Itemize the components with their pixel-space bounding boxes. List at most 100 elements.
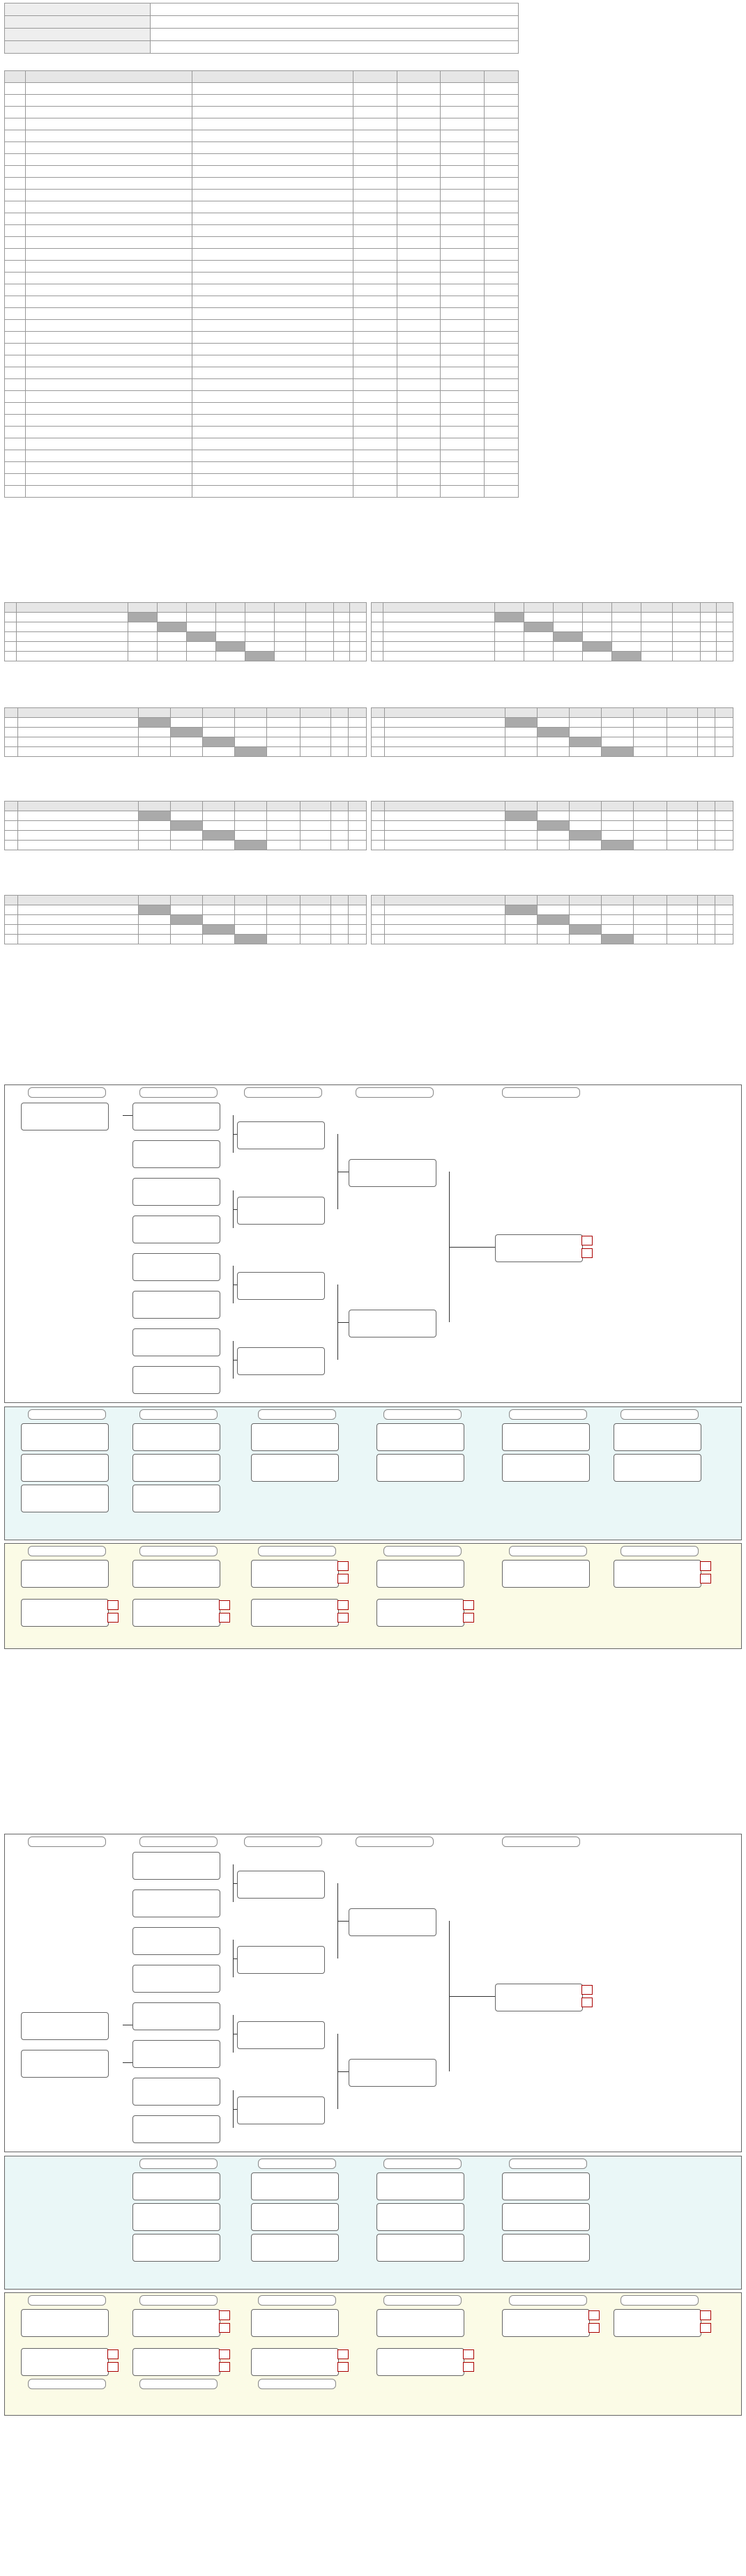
group-score-cell: [127, 612, 158, 622]
players-cell: [352, 213, 397, 225]
players-cell: [396, 165, 441, 178]
match-box: [502, 1560, 590, 1588]
players-cell: [3, 236, 26, 249]
group-points: [696, 905, 716, 915]
group-row-n: [3, 641, 17, 652]
players-cell: [440, 177, 485, 190]
group-score-cell: [569, 924, 602, 935]
group-header-cell: [699, 602, 717, 613]
group-header-cell: [671, 602, 701, 613]
group-points: [696, 830, 716, 841]
group-games: [632, 934, 667, 944]
group-points: [330, 811, 349, 821]
round-tab: [383, 1546, 462, 1556]
group-score-cell: [505, 914, 538, 925]
info-value: [150, 40, 519, 54]
group-header-cell: [330, 895, 349, 905]
players-cell: [3, 177, 26, 190]
match-box: [21, 1485, 109, 1512]
table-row: [3, 402, 519, 415]
group-header-cell: [600, 707, 634, 718]
players-cell: [396, 438, 441, 450]
group-participant: [383, 717, 506, 728]
group-participant: [16, 631, 128, 642]
players-cell: [3, 106, 26, 118]
group-participant: [383, 737, 506, 747]
group-place: [716, 631, 733, 642]
group-score-cell: [202, 905, 235, 915]
group-place: [349, 631, 367, 642]
place-badge: [463, 2349, 474, 2359]
table-row: [3, 177, 519, 190]
players-cell: [352, 260, 397, 273]
players-cell: [440, 213, 485, 225]
match-box: [614, 1454, 701, 1482]
place-badge: [337, 2349, 349, 2359]
group-score-cell: [170, 737, 204, 747]
group-points: [699, 631, 717, 642]
players-cell: [440, 319, 485, 332]
match-box: [132, 2078, 220, 2106]
table-row: [3, 438, 519, 450]
group-header-cell: [383, 602, 495, 613]
group-games: [266, 746, 300, 757]
match-box: [349, 1908, 436, 1936]
group-points: [330, 914, 349, 925]
group-games: [641, 612, 673, 622]
group-participant: [383, 820, 506, 831]
group-sets: [305, 651, 334, 661]
players-cell: [25, 414, 192, 427]
group-score-cell: [245, 641, 275, 652]
players-cell: [191, 189, 353, 201]
players-cell: [191, 378, 353, 391]
group-place: [348, 820, 367, 831]
group-score-cell: [569, 727, 602, 737]
table-row: [371, 820, 733, 831]
match-box: [132, 1485, 220, 1512]
players-cell: [396, 177, 441, 190]
players-cell: [191, 438, 353, 450]
group-header-cell: [299, 801, 331, 811]
players-cell: [396, 236, 441, 249]
round-tab: [509, 1409, 587, 1420]
group-sets: [299, 717, 331, 728]
players-cell: [440, 153, 485, 166]
group-score-cell: [553, 622, 584, 632]
group-header-cell: [666, 895, 698, 905]
group-score-cell: [245, 612, 275, 622]
match-box: [376, 2348, 464, 2376]
group-header: [3, 602, 367, 613]
players-cell: [191, 224, 353, 237]
round-tab: [356, 1087, 434, 1098]
players-cell: [191, 450, 353, 462]
place-badge: [581, 1248, 593, 1258]
match-box: [251, 1599, 339, 1627]
players-cell: [3, 438, 26, 450]
players-header: [3, 70, 519, 83]
players-cell: [483, 177, 519, 190]
players-cell: [483, 82, 519, 95]
group-score-cell: [600, 811, 634, 821]
players-cell: [352, 284, 397, 296]
group-score-cell: [611, 631, 642, 642]
group-row-n: [371, 905, 385, 915]
table-row: [4, 820, 367, 831]
group-place: [715, 914, 733, 925]
group-games: [266, 727, 300, 737]
match-box: [376, 1560, 464, 1588]
group-points: [330, 905, 349, 915]
group-score-cell: [202, 717, 235, 728]
group-score-cell: [127, 651, 158, 661]
group-points: [333, 641, 351, 652]
players-cell: [440, 106, 485, 118]
players-cell: [483, 94, 519, 107]
players-cell: [3, 272, 26, 284]
table-row: [3, 201, 519, 213]
players-cell: [352, 355, 397, 367]
group-score-cell: [215, 641, 246, 652]
group-participant: [383, 622, 495, 632]
group-score-cell: [170, 840, 204, 850]
group-score-cell: [553, 612, 584, 622]
bracket-line: [123, 2062, 132, 2063]
group-place: [715, 905, 733, 915]
